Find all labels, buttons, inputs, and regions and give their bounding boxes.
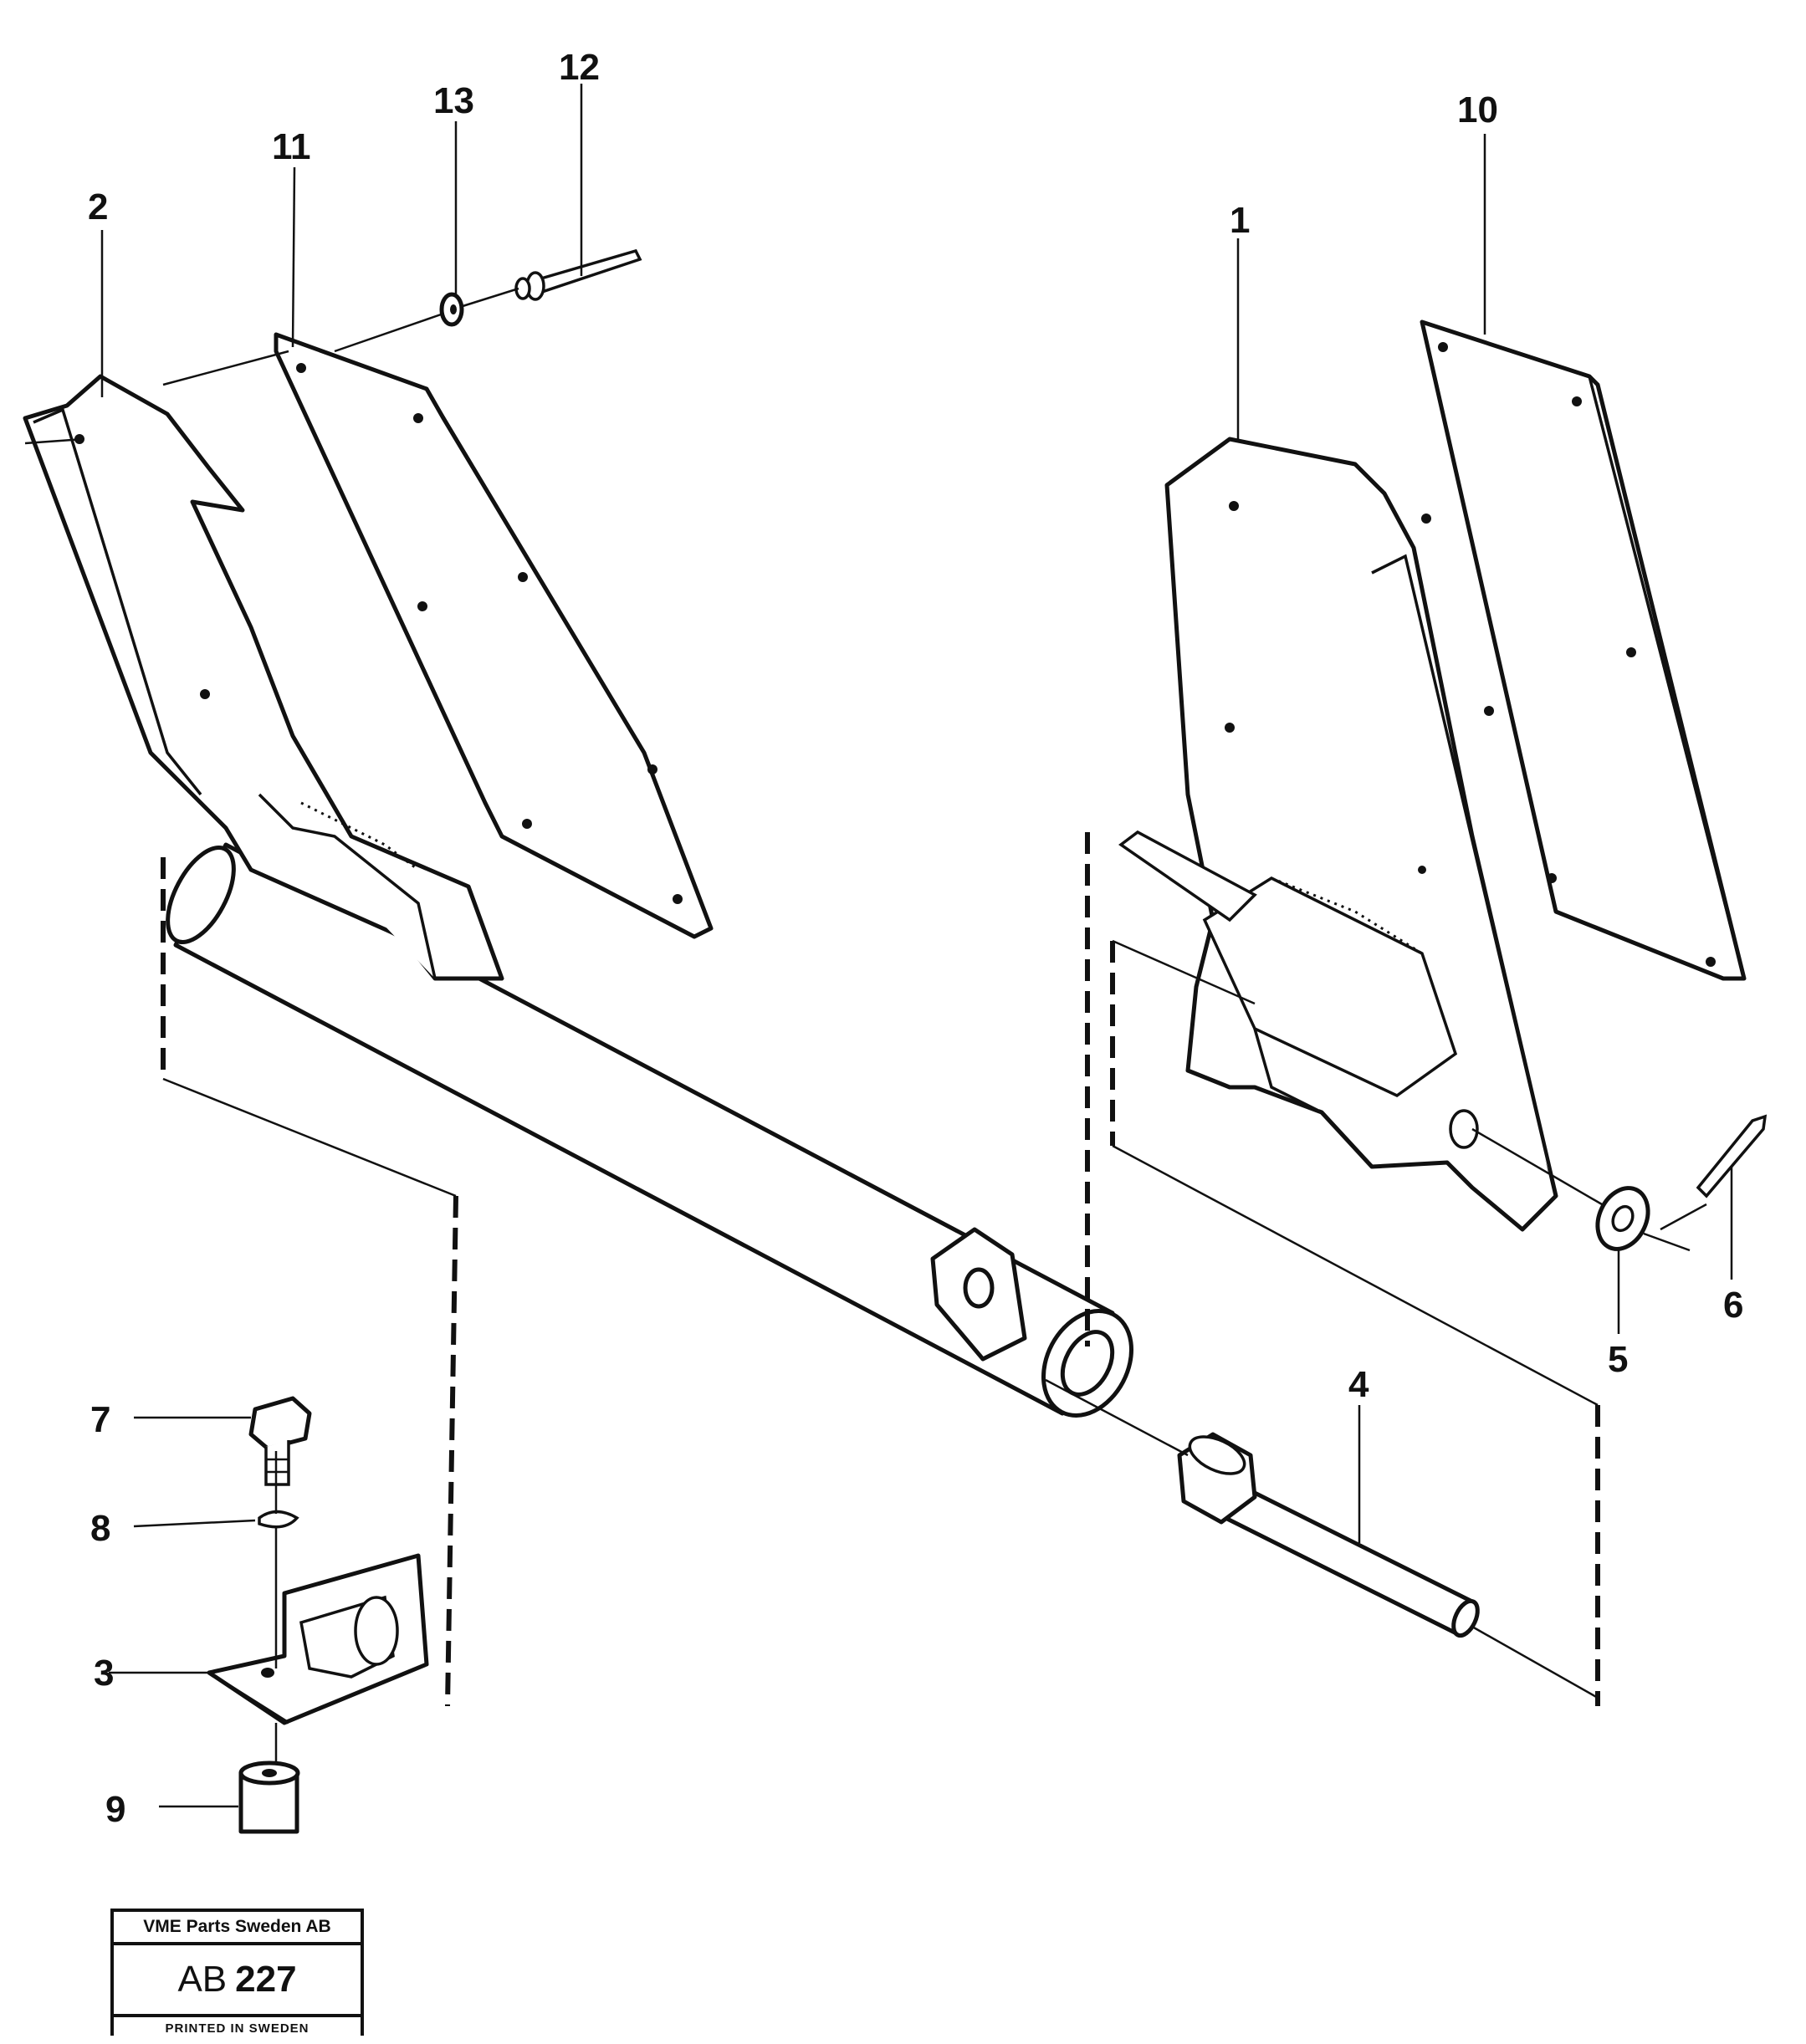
cover-plate-right: [1420, 319, 1747, 981]
callout-2: 2: [88, 187, 108, 227]
callout-numbers: 1 2 3 4 5 6 7 8 9 10 11 12 13: [88, 47, 1743, 1830]
split-pin: [1696, 1114, 1768, 1198]
bolt: [248, 1396, 312, 1486]
callout-4: 4: [1348, 1364, 1369, 1405]
rivet: [514, 248, 642, 301]
assembly-leaders: [162, 287, 1707, 1765]
washer: [1595, 1186, 1650, 1251]
bracket-right: [1118, 437, 1558, 1232]
callout-9: 9: [105, 1789, 125, 1830]
callout-12: 12: [559, 47, 600, 88]
pin: [1177, 1432, 1480, 1638]
bracket-left: [23, 374, 504, 981]
callout-7: 7: [90, 1399, 110, 1440]
lock-washer: [258, 1510, 299, 1529]
callout-10: 10: [1457, 89, 1498, 130]
assembly-boundaries: [161, 832, 1600, 1707]
callout-11: 11: [272, 126, 311, 167]
stamp-code-prefix: AB: [177, 1959, 228, 2000]
sleeve: [238, 1760, 300, 1834]
title-stamp: VME Parts Sweden AB AB 227 PRINTED IN SW…: [110, 1909, 364, 2039]
support-plate: [207, 1553, 429, 1725]
stamp-company: VME Parts Sweden AB: [114, 1912, 361, 1945]
callout-13: 13: [433, 80, 474, 121]
callout-6: 6: [1723, 1285, 1743, 1326]
rivet-washer: [439, 292, 464, 327]
callout-leaders: [100, 84, 1733, 1808]
callout-5: 5: [1608, 1339, 1628, 1380]
stamp-footer: PRINTED IN SWEDEN: [114, 2014, 361, 2039]
cover-plate-left: [274, 332, 714, 939]
callout-3: 3: [94, 1653, 114, 1694]
callout-1: 1: [1230, 200, 1250, 241]
stamp-code: AB 227: [114, 1945, 361, 2014]
stamp-code-number: 227: [235, 1959, 297, 2000]
callout-8: 8: [90, 1508, 110, 1549]
